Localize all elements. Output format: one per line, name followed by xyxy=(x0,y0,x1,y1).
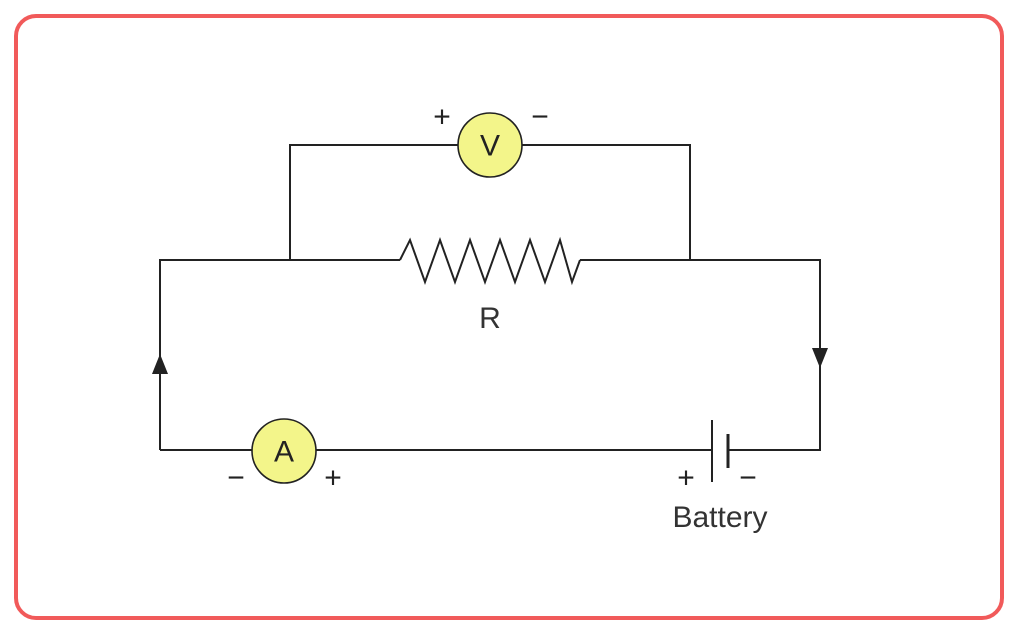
battery-minus-sign: − xyxy=(739,462,757,495)
diagram-frame xyxy=(14,14,1004,620)
voltmeter-branch-right xyxy=(522,144,691,260)
battery-label: Battery xyxy=(672,501,767,534)
left-wire xyxy=(159,259,400,450)
voltmeter xyxy=(457,112,523,178)
battery-plus-sign: + xyxy=(677,462,695,495)
current-arrow-up xyxy=(152,354,168,374)
voltmeter-minus-sign: − xyxy=(531,101,549,134)
resistor-label: R xyxy=(479,302,501,335)
voltmeter-plus-sign: + xyxy=(433,101,451,134)
ammeter-symbol: A xyxy=(274,436,294,469)
voltmeter-branch-left xyxy=(289,144,458,260)
current-arrow-down xyxy=(812,348,828,368)
ammeter-plus-sign: + xyxy=(324,462,342,495)
voltmeter-symbol: V xyxy=(480,130,500,163)
right-wire xyxy=(580,259,821,451)
resistor xyxy=(399,236,581,286)
ammeter-minus-sign: − xyxy=(227,462,245,495)
ammeter xyxy=(251,418,317,484)
